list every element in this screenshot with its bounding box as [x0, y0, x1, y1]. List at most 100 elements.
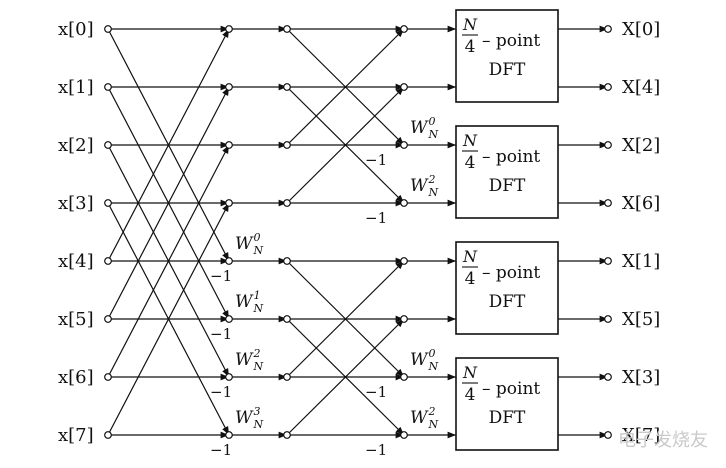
butterfly-wires [107, 25, 608, 439]
flow-node [604, 141, 612, 149]
dft-box-dft-label: DFT [489, 176, 526, 196]
output-label-2: X[2] [622, 135, 660, 156]
flow-node [225, 141, 233, 149]
flow-node [225, 373, 233, 381]
dft-box-denominator: 4 [465, 385, 476, 405]
output-label-7: X[7] [622, 425, 660, 446]
wire-stage2-cross [286, 260, 405, 378]
flow-node [225, 25, 233, 33]
flow-node [225, 315, 233, 323]
flow-node [400, 431, 408, 439]
dft-box-3 [455, 357, 559, 451]
dft-box-numerator: N [462, 15, 478, 34]
flow-node [104, 315, 112, 323]
flow-node [104, 257, 112, 265]
flow-node [104, 141, 112, 149]
dft-box-denominator: 4 [465, 37, 476, 57]
minus-one-stage2-3: −1 [365, 441, 387, 459]
minus-one-stage2-1: −1 [365, 209, 387, 227]
wire-stage2-cross [286, 318, 405, 436]
output-label-6: X[3] [622, 367, 660, 388]
flow-node [400, 257, 408, 265]
minus-one-stage2-2: −1 [365, 383, 387, 401]
flow-node [225, 257, 233, 265]
wire-stage1-cross [107, 28, 230, 262]
flow-node [604, 199, 612, 207]
minus-one-stage1-3: −1 [210, 441, 232, 459]
minus-one-stage1-2: −1 [210, 383, 232, 401]
flow-node [104, 25, 112, 33]
input-label-0: x[0] [58, 19, 94, 40]
minus-one-stage1-0: −1 [210, 267, 232, 285]
dft-box-0 [455, 9, 559, 103]
flow-node [104, 373, 112, 381]
flow-node [604, 25, 612, 33]
dft-box-numerator: N [462, 247, 478, 266]
dft-box-dft-label: DFT [489, 60, 526, 80]
flow-nodes [104, 25, 612, 439]
flow-node [104, 199, 112, 207]
flow-node [400, 199, 408, 207]
dft-box-numerator: N [462, 363, 478, 382]
flow-node [225, 199, 233, 207]
dft-box-denominator: 4 [465, 269, 476, 289]
dft-box-denominator: 4 [465, 153, 476, 173]
flow-node [225, 431, 233, 439]
output-label-3: X[6] [622, 193, 660, 214]
flow-node [283, 257, 291, 265]
flow-node [400, 83, 408, 91]
dft-box-2 [455, 241, 559, 335]
output-label-4: X[1] [622, 251, 660, 272]
dft-box-point-label: – point [482, 31, 540, 51]
flow-node [400, 25, 408, 33]
dft-box-numerator: N [462, 131, 478, 150]
wire-stage2-cross [286, 86, 405, 204]
flow-node [283, 373, 291, 381]
dft-box-1 [455, 125, 559, 219]
dft-box-dft-label: DFT [489, 408, 526, 428]
flow-node [604, 431, 612, 439]
flow-node [283, 83, 291, 91]
dft-box-point-label: – point [482, 147, 540, 167]
flow-node [604, 257, 612, 265]
flow-node [400, 373, 408, 381]
flow-node [283, 431, 291, 439]
wire-stage1-cross [107, 86, 230, 320]
dft-box-dft-label: DFT [489, 292, 526, 312]
flow-node [104, 83, 112, 91]
input-label-4: x[4] [58, 251, 94, 272]
output-label-1: X[4] [622, 77, 660, 98]
dft-box-point-label: – point [482, 379, 540, 399]
input-label-3: x[3] [58, 193, 94, 214]
flow-node [225, 83, 233, 91]
input-label-1: x[1] [58, 77, 94, 98]
flow-node [604, 315, 612, 323]
flow-node [283, 25, 291, 33]
watermark: 电子发烧友 [618, 430, 708, 451]
flow-node [283, 315, 291, 323]
input-label-2: x[2] [58, 135, 94, 156]
flow-node [283, 199, 291, 207]
flow-node [283, 141, 291, 149]
output-label-5: X[5] [622, 309, 660, 330]
input-label-5: x[5] [58, 309, 94, 330]
dft-box-point-label: – point [482, 263, 540, 283]
flow-node [604, 373, 612, 381]
wire-stage1-cross [107, 144, 230, 378]
input-label-6: x[6] [58, 367, 94, 388]
output-label-0: X[0] [622, 19, 660, 40]
wire-stage2-cross [286, 28, 405, 146]
minus-one-stage1-1: −1 [210, 325, 232, 343]
flow-node [400, 141, 408, 149]
flow-node [604, 83, 612, 91]
flow-labels: x[0]x[1]x[2]x[3]x[4]x[5]x[6]x[7]X[0]X[4]… [58, 9, 660, 459]
flow-node [400, 315, 408, 323]
